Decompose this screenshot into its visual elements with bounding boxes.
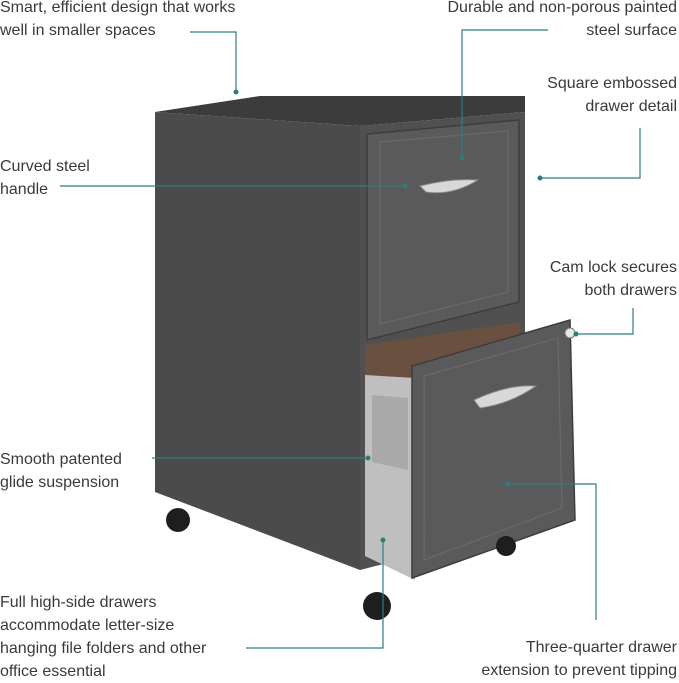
callout-smart-design: Smart, efficient design that works well …: [0, 0, 235, 42]
callout-line: handle: [0, 181, 49, 198]
leader-dot: [402, 183, 408, 189]
top-drawer: [366, 119, 520, 341]
glide-rail: [372, 395, 408, 470]
leader-dot: [505, 481, 511, 487]
callout-line: both drawers: [584, 282, 678, 299]
callout-line: Cam lock secures: [549, 259, 677, 276]
caster-wheel-icon: [166, 508, 190, 532]
callout-embossed-detail: Square embossed drawer detail: [547, 72, 677, 118]
callout-line: Durable and non-porous painted: [447, 0, 678, 16]
leader-cam-lock: [576, 308, 634, 335]
bottom-drawer: [411, 319, 576, 580]
callout-line: Smart, efficient design that works: [0, 0, 236, 16]
callout-line: drawer detail: [585, 98, 677, 115]
callout-line: hanging file folders and other: [0, 640, 207, 657]
callout-durable-surface: Durable and non-porous painted steel sur…: [448, 0, 678, 42]
callout-line: glide suspension: [0, 474, 120, 491]
cabinet-top: [155, 96, 525, 126]
leader-dot: [537, 175, 543, 181]
callout-line: steel surface: [586, 22, 677, 39]
leader-dot: [573, 331, 579, 337]
leader-high-side-drawers: [246, 540, 384, 649]
embossed-panel-top: [379, 130, 509, 325]
callout-line: Square embossed: [547, 75, 677, 92]
cabinet-side: [155, 112, 360, 570]
callout-glide-suspension: Smooth patented glide suspension: [0, 448, 122, 494]
leader-lines: [60, 29, 641, 649]
callout-line: Smooth patented: [0, 451, 122, 468]
leader-dot: [233, 89, 239, 95]
caster-wheel-icon: [363, 592, 391, 620]
leader-durable-surface: [461, 29, 548, 158]
callout-line: Curved steel: [0, 158, 90, 175]
leader-embossed-detail: [540, 128, 641, 179]
cam-lock-icon: [564, 327, 576, 339]
callout-cam-lock: Cam lock secures both drawers: [550, 256, 677, 302]
leader-dots: [233, 89, 579, 543]
drawer-handle-icon: [419, 179, 480, 194]
leader-smart-design: [190, 31, 237, 92]
callout-line: accommodate letter-size: [0, 617, 175, 634]
hanging-folders: [365, 322, 520, 380]
leader-dot: [365, 455, 371, 461]
leader-dot: [459, 155, 465, 161]
callout-line: Three-quarter drawer: [525, 639, 677, 656]
callout-line: well in smaller spaces: [0, 22, 156, 39]
leader-dot: [380, 537, 386, 543]
embossed-panel-bottom: [423, 337, 563, 561]
callout-high-side-drawers: Full high-side drawers accommodate lette…: [0, 591, 206, 683]
drawer-handle-icon: [473, 385, 538, 409]
callout-line: office essential: [0, 663, 106, 680]
callout-line: Full high-side drawers: [0, 594, 157, 611]
leader-extension: [508, 483, 597, 620]
callout-line: extension to prevent tipping: [481, 662, 677, 679]
callout-curved-handle: Curved steel handle: [0, 155, 90, 201]
caster-wheel-icon: [496, 536, 516, 556]
callout-extension: Three-quarter drawer extension to preven…: [481, 636, 677, 682]
